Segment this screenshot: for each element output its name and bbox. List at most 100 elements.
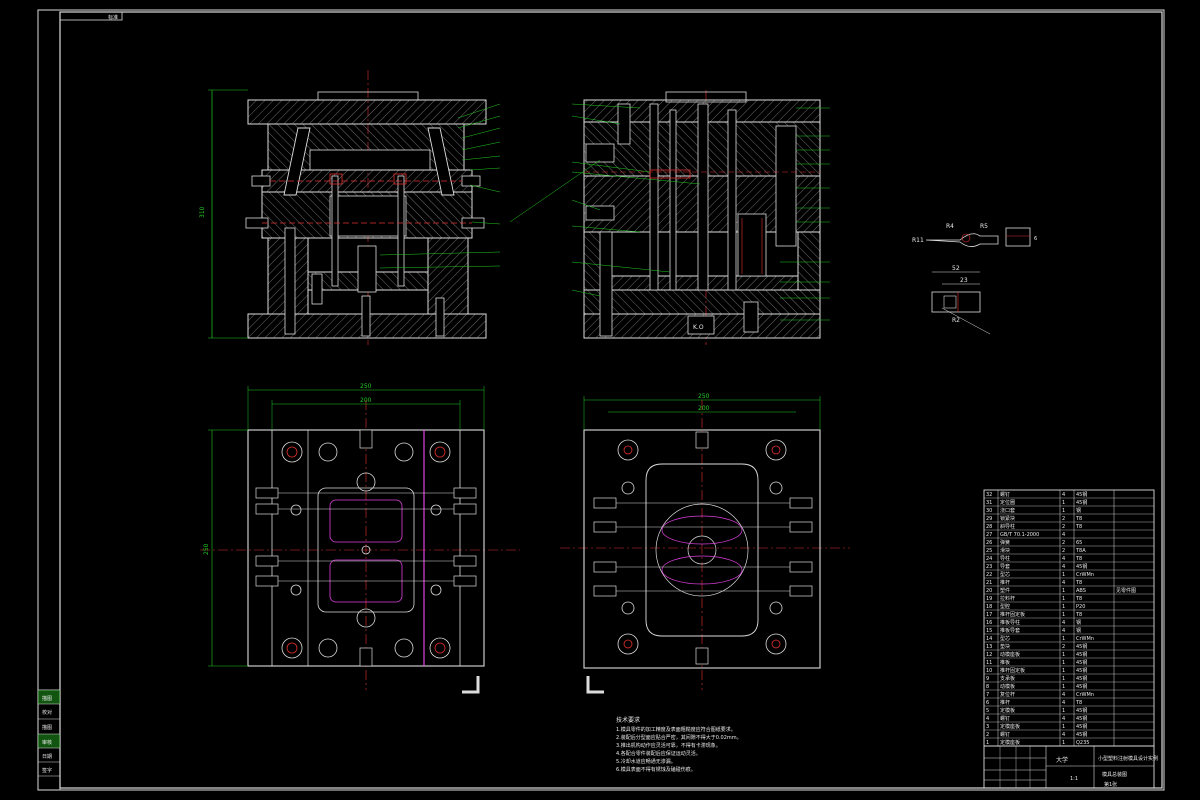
- title-drawing-name: 模具总装图: [1102, 771, 1127, 778]
- part-detail-view: R11 R4 R5 6 52 23 R2: [912, 223, 1037, 335]
- ko-stamp: K.O: [693, 324, 704, 331]
- bom-cell-name: 螺钉: [1000, 715, 1010, 722]
- inner-border: [59, 11, 1163, 789]
- bom-cell-name: 型芯: [1000, 571, 1010, 578]
- side-label: 审核: [42, 739, 52, 746]
- bom-cell-no: 7: [986, 692, 989, 698]
- bom-cell-no: 22: [986, 572, 992, 578]
- dim-part-r3: R5: [980, 223, 988, 230]
- bom-cell-name: 推板: [1000, 659, 1010, 666]
- bom-cell-no: 28: [986, 524, 992, 530]
- bom-cell-no: 19: [986, 596, 992, 602]
- notes-line: 3.推出机构动作应灵活可靠，不得有卡滞现象。: [616, 742, 721, 749]
- bom-cell-name: 螺钉: [1000, 491, 1010, 498]
- bom-cell-qty: 1: [1062, 604, 1065, 610]
- bom-cell-no: 12: [986, 652, 992, 658]
- bom-cell-no: 30: [986, 508, 992, 514]
- bom-cell-no: 13: [986, 644, 992, 650]
- bom-cell-no: 2: [986, 732, 989, 738]
- bom-cell-no: 9: [986, 676, 989, 682]
- bom-cell-qty: 4: [1062, 564, 1065, 570]
- bom-cell-name: 导柱: [1000, 555, 1010, 562]
- front-section-view: 310: [199, 70, 501, 345]
- dim-width-bottom-outer: 250: [360, 383, 372, 390]
- bom-cell-name: 滑块: [1000, 547, 1010, 554]
- bom-cell-mat: 钢: [1076, 627, 1081, 634]
- notes-line: 4.各配合零件装配后应保证运动灵活。: [616, 750, 701, 757]
- fixed-half-plan-view: 250 200: [560, 393, 850, 694]
- bom-cell-qty: 1: [1062, 708, 1065, 714]
- bom-cell-mat: T8: [1075, 596, 1082, 602]
- bom-cell-no: 18: [986, 604, 992, 610]
- bom-cell-qty: 1: [1062, 596, 1065, 602]
- dim-part-len2: 23: [960, 277, 968, 284]
- title-company: 大学: [1056, 756, 1068, 764]
- bom-cell-mat: 45钢: [1076, 651, 1087, 658]
- bom-cell-mat: Q235: [1076, 740, 1089, 746]
- bom-cell-name: 型芯: [1000, 635, 1010, 642]
- title-sheet: 第1张: [1104, 781, 1117, 788]
- bom-cell-qty: 4: [1062, 716, 1065, 722]
- side-label: 日期: [42, 754, 52, 760]
- bom-cell-qty: 1: [1062, 684, 1065, 690]
- bom-cell-no: 16: [986, 620, 992, 626]
- bom-cell-name: 推杆: [1000, 579, 1010, 586]
- ko-stamp-box: [687, 315, 715, 335]
- bom-cell-no: 26: [986, 540, 992, 546]
- side-label: 签字: [42, 767, 52, 774]
- bom-cell-name: 定位圈: [1000, 499, 1015, 506]
- outer-border: [37, 9, 1165, 791]
- bom-cell-no: 3: [986, 724, 989, 730]
- notes-line: 5.冷却水道应畅通无渗漏。: [616, 758, 676, 765]
- bom-cell-name: 推杆固定板: [1000, 667, 1025, 674]
- bom-cell-mat: CrWMn: [1076, 636, 1094, 642]
- bom-cell-qty: 1: [1062, 588, 1065, 594]
- bom-cell-mat: CrWMn: [1076, 572, 1094, 578]
- dim-width-right-inner: 200: [698, 405, 710, 412]
- bom-cell-mat: 45钢: [1076, 707, 1087, 714]
- side-label: 描图: [42, 724, 52, 731]
- bom-cell-mat: 45钢: [1076, 731, 1087, 738]
- bom-cell-name: 动模座板: [1000, 651, 1020, 658]
- title-product: 小型塑料注射模具设计实例: [1098, 755, 1158, 762]
- bom-cell-mat: T8A: [1075, 548, 1086, 554]
- bom-cell-name: 弹簧: [1000, 539, 1010, 546]
- notes-line: 6.模具表面不得有锈蚀及磕碰伤痕。: [616, 766, 696, 773]
- bom-cell-no: 6: [986, 700, 989, 706]
- dim-part-r4: R2: [952, 317, 960, 324]
- bom-cell-no: 15: [986, 628, 992, 634]
- bom-cell-mat: ABS: [1076, 588, 1086, 594]
- bom-cell-qty: 2: [1062, 548, 1065, 554]
- title-scale: 1:1: [1070, 776, 1078, 782]
- bom-cell-qty: 2: [1062, 540, 1065, 546]
- bom-cell-mat: T8: [1075, 700, 1082, 706]
- bom-cell-mat: 45钢: [1076, 683, 1087, 690]
- bom-cell-no: 4: [986, 716, 989, 722]
- bom-cell-qty: 4: [1062, 556, 1065, 562]
- dim-part-h: 6: [1034, 236, 1037, 242]
- bom-cell-no: 21: [986, 580, 992, 586]
- bom-cell-mat: 45钢: [1076, 715, 1087, 722]
- bom-cell-qty: 4: [1062, 492, 1065, 498]
- notes-line: 2.装配后分型面应贴合严密，其间隙不得大于0.02mm。: [616, 734, 742, 741]
- bom-cell-mat: T8: [1075, 556, 1082, 562]
- bom-cell-name: 垫块: [1000, 643, 1010, 650]
- bom-cell-name: 推杆: [1000, 699, 1010, 706]
- bom-cell-mat: T8: [1075, 524, 1082, 530]
- bom-cell-name: 动模板: [1000, 683, 1015, 690]
- bom-cell-qty: 1: [1062, 636, 1065, 642]
- side-signature-column: 描图 校对 描图 审核 日期 签字: [37, 689, 61, 791]
- bom-cell-name: 定模板: [1000, 707, 1015, 714]
- bom-cell-name: 浇口套: [1000, 507, 1015, 514]
- bom-cell-mat: 45钢: [1076, 659, 1087, 666]
- bom-cell-qty: 4: [1062, 628, 1065, 634]
- bom-cell-mat: 钢: [1076, 619, 1081, 626]
- bom-cell-no: 17: [986, 612, 992, 618]
- bom-cell-qty: 1: [1062, 572, 1065, 578]
- moving-half-plan-view: 250 200 250: [200, 383, 520, 694]
- bom-cell-qty: 1: [1062, 660, 1065, 666]
- bom-cell-no: 14: [986, 636, 992, 642]
- bom-cell-mat: 45钢: [1076, 491, 1087, 498]
- bom-cell-mat: 45钢: [1076, 499, 1087, 506]
